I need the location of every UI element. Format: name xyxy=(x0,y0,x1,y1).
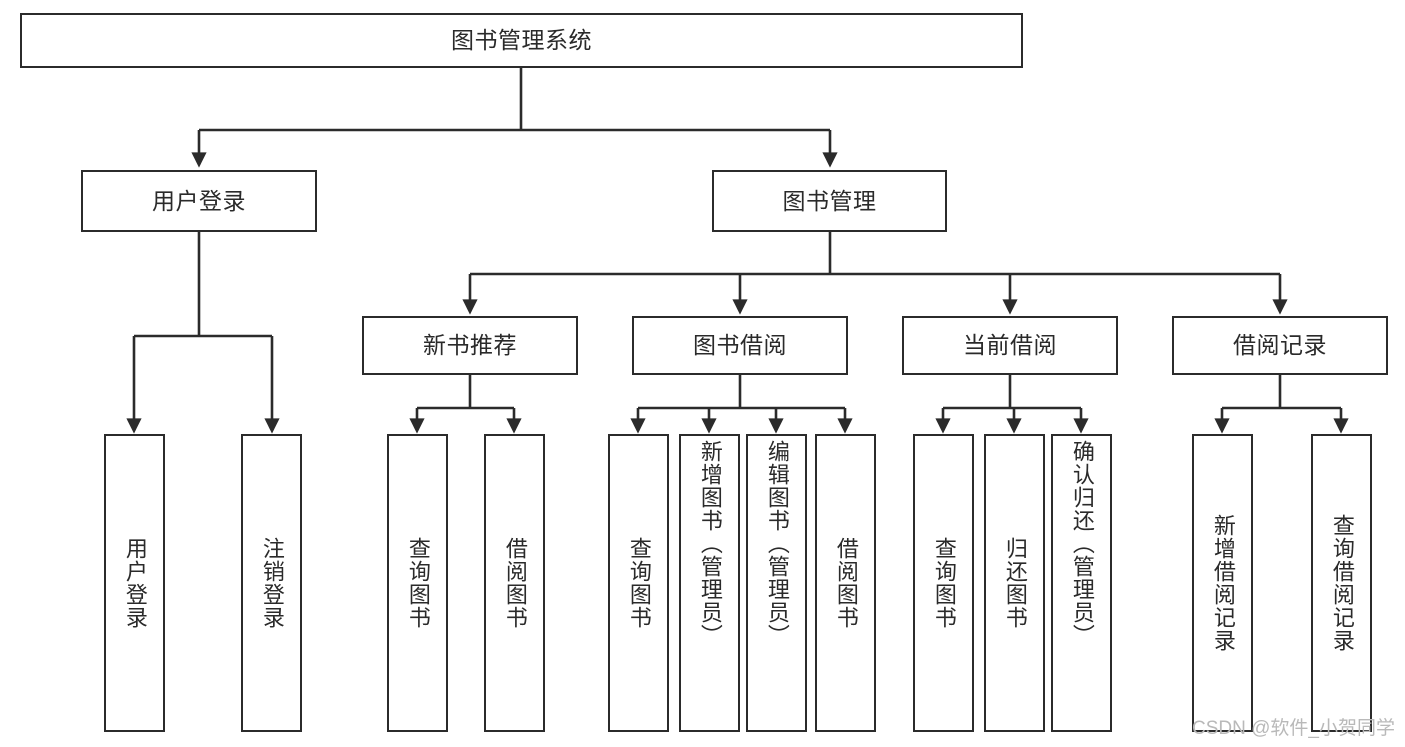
node-leaf-confirm-return[interactable]: 确认归还（管理员） xyxy=(1051,434,1112,732)
node-book-borrow[interactable]: 图书借阅 xyxy=(632,316,848,375)
node-leaf-borrow-book-2-label: 借阅图书 xyxy=(833,537,859,629)
node-leaf-user-logout[interactable]: 注销登录 xyxy=(241,434,302,732)
node-current-borrow-label: 当前借阅 xyxy=(963,332,1057,359)
node-leaf-return-book[interactable]: 归还图书 xyxy=(984,434,1045,732)
node-leaf-query-book-1-label: 查询图书 xyxy=(405,537,431,629)
node-book-manage-label: 图书管理 xyxy=(782,187,877,214)
node-leaf-user-login-label: 用户登录 xyxy=(122,537,148,629)
node-leaf-query-record[interactable]: 查询借阅记录 xyxy=(1311,434,1372,732)
node-leaf-query-book-2-label: 查询图书 xyxy=(626,537,652,629)
node-user-login-label: 用户登录 xyxy=(152,187,246,214)
node-current-borrow[interactable]: 当前借阅 xyxy=(902,316,1118,375)
node-new-book-recommend[interactable]: 新书推荐 xyxy=(362,316,578,375)
node-leaf-borrow-book-2[interactable]: 借阅图书 xyxy=(815,434,876,732)
node-leaf-query-book-2[interactable]: 查询图书 xyxy=(608,434,669,732)
node-leaf-query-record-label: 查询借阅记录 xyxy=(1329,514,1355,652)
node-borrow-record[interactable]: 借阅记录 xyxy=(1172,316,1388,375)
node-leaf-edit-book[interactable]: 编辑图书（管理员） xyxy=(746,434,807,732)
node-root[interactable]: 图书管理系统 xyxy=(20,13,1023,68)
node-leaf-confirm-return-label: 确认归还（管理员） xyxy=(1069,440,1095,647)
node-book-manage[interactable]: 图书管理 xyxy=(712,170,947,232)
node-leaf-return-book-label: 归还图书 xyxy=(1002,537,1028,629)
node-leaf-query-book-3-label: 查询图书 xyxy=(931,537,957,629)
node-book-borrow-label: 图书借阅 xyxy=(693,332,787,359)
node-leaf-edit-book-label: 编辑图书（管理员） xyxy=(764,440,790,647)
node-leaf-borrow-book-1[interactable]: 借阅图书 xyxy=(484,434,545,732)
node-borrow-record-label: 借阅记录 xyxy=(1233,332,1327,359)
node-root-label: 图书管理系统 xyxy=(451,27,592,54)
node-leaf-add-book[interactable]: 新增图书（管理员） xyxy=(679,434,740,732)
node-leaf-add-book-label: 新增图书（管理员） xyxy=(697,440,723,647)
node-leaf-user-logout-label: 注销登录 xyxy=(259,537,285,629)
node-leaf-add-record[interactable]: 新增借阅记录 xyxy=(1192,434,1253,732)
node-leaf-borrow-book-1-label: 借阅图书 xyxy=(502,537,528,629)
csdn-watermark: CSDN @软件_小贺同学 xyxy=(1192,718,1395,739)
node-new-book-recommend-label: 新书推荐 xyxy=(423,332,517,359)
node-leaf-query-book-3[interactable]: 查询图书 xyxy=(913,434,974,732)
node-leaf-add-record-label: 新增借阅记录 xyxy=(1210,514,1236,652)
node-leaf-query-book-1[interactable]: 查询图书 xyxy=(387,434,448,732)
node-user-login[interactable]: 用户登录 xyxy=(81,170,317,232)
node-leaf-user-login[interactable]: 用户登录 xyxy=(104,434,165,732)
